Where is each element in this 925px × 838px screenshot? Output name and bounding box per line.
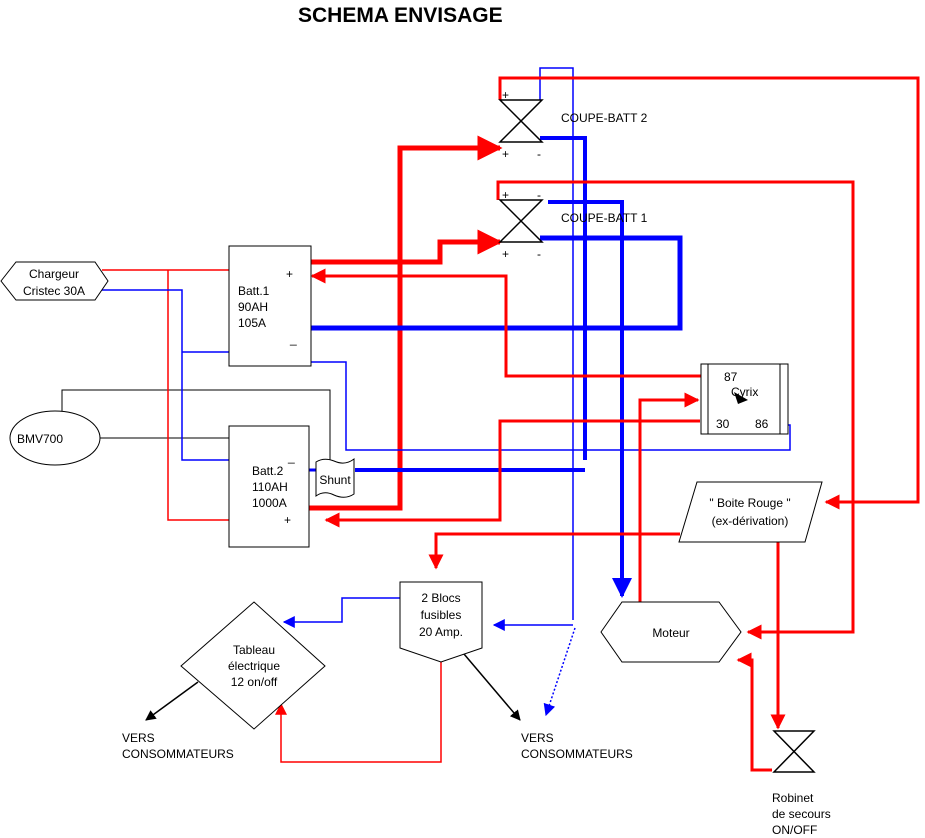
blue-dotted-consumers [543,627,576,717]
fuse-block-line3: 20 Amp. [419,625,463,639]
robinet-de-secours[interactable] [772,730,816,773]
battery-1-cca: 105A [238,316,266,330]
coupe2-negative-cable [540,136,587,460]
coupe-batt-1-bottom-minus: - [537,247,541,261]
battery-1-minus-terminal: _ [289,332,297,346]
vers-consommateurs-right-line2: CONSOMMATEURS [521,747,633,761]
cyrix-87-wire [310,268,702,378]
coupe-batt-2-bottom-plus: + [502,147,509,161]
coupe-batt-1-top-minus: - [537,188,541,202]
cyrix-relay[interactable]: 87 Cyrix 30 86 [700,363,789,435]
coupe-batt-1-switch[interactable]: + - + - COUPE-BATT 1 [498,188,648,261]
tableau-to-consumers [145,681,199,721]
robinet-line3: ON/OFF [772,823,817,837]
robinet-line1: Robinet [772,791,814,805]
fuse-block[interactable]: 2 Blocs fusibles 20 Amp. [399,581,483,663]
battery-1[interactable]: Batt.1 90AH 105A + _ [228,245,312,367]
charger-block[interactable]: Chargeur Cristec 30A [0,261,109,301]
robinet-line2: de secours [772,807,831,821]
charger-label-line1: Chargeur [29,267,79,281]
coupe-batt-2-top-plus: + [502,88,509,102]
coupe-batt-1-label: COUPE-BATT 1 [561,211,648,225]
battery-1-plus-terminal: + [286,267,293,281]
cyrix-pin-87: 87 [724,370,738,384]
moteur-label: Moteur [652,626,689,640]
cyrix-label: Cyrix [731,385,758,399]
batt1-positive-cable [302,229,503,265]
battery-1-name: Batt.1 [238,284,270,298]
boite-rouge[interactable]: " Boite Rouge " (ex-dérivation) [678,481,823,543]
coupe1-to-moteur [496,180,855,640]
fuse-block-line1: 2 Blocs [421,591,460,605]
coupe2-top-blue-wire [539,67,574,620]
boite-rouge-to-fuses [428,532,680,570]
cyrix-30-wire [324,419,700,528]
bmv700-label: BMV700 [17,432,63,446]
cyrix-pin-30: 30 [716,417,730,431]
boite-rouge-subtitle: (ex-dérivation) [712,514,789,528]
fuses-to-tableau-red [275,662,442,763]
moteur-to-cyrix-wire [638,392,700,602]
battery-2-name: Batt.2 [252,464,284,478]
battery-2-capacity: 110AH [252,480,288,494]
coupe-batt-1-top-plus: + [502,188,509,202]
tableau-line1: Tableau [233,643,275,657]
battery-2-cca: 1000A [252,496,287,510]
shunt[interactable]: Shunt [315,457,355,498]
cyrix-switch-icon [734,392,748,404]
fuse-block-line2: fusibles [421,608,462,622]
vers-consommateurs-left-line2: CONSOMMATEURS [122,747,234,761]
battery-2-minus-terminal: _ [287,450,295,464]
bmv-sense-wire-top [61,389,331,465]
coupe-batt-2-bottom-minus: - [537,147,541,161]
coupe-batt-1-bottom-plus: + [502,247,509,261]
robinet-to-moteur [736,652,772,772]
coupe-batt-2-switch[interactable]: + + - COUPE-BATT 2 [498,88,648,161]
boite-rouge-title: " Boite Rouge " [709,496,790,510]
coupe-batt-2-label: COUPE-BATT 2 [561,111,648,125]
moteur[interactable]: Moteur [600,601,742,663]
battery-1-capacity: 90AH [238,300,268,314]
tableau-line3: 12 on/off [231,675,278,689]
vers-consommateurs-left-line1: VERS [122,731,155,745]
battery-2-plus-terminal: + [284,513,291,527]
charger-label-line2: Cristec 30A [23,284,85,298]
tableau-electrique[interactable]: Tableau électrique 12 on/off [180,601,326,730]
bmv700-monitor[interactable]: BMV700 [9,410,101,466]
shunt-label: Shunt [319,473,351,487]
cyrix-pin-86: 86 [755,417,769,431]
vers-consommateurs-right-line1: VERS [521,731,554,745]
coupe2-to-boite-rouge [498,76,920,510]
fuses-to-tableau-blue [282,597,400,628]
tableau-line2: électrique [228,659,280,673]
diagram-title: SCHEMA ENVISAGE [298,4,503,27]
battery-2[interactable]: Batt.2 110AH 1000A _ + [228,425,310,548]
fuses-to-consumers [463,653,521,721]
charger-blue-wire [102,289,272,466]
